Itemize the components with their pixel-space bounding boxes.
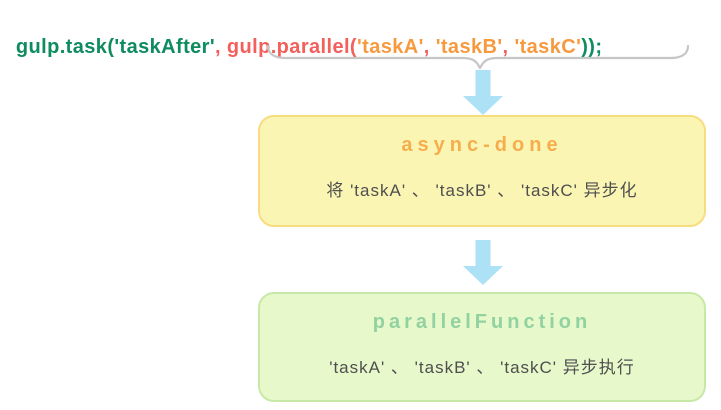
code-segment: gulp.parallel( bbox=[226, 36, 357, 58]
parallelfunction-title: parallelFunction bbox=[372, 311, 592, 333]
code-segment: )); bbox=[581, 36, 603, 58]
parallelfunction-body: 'taskA' 、 'taskB' 、 'taskC' 异步执行 bbox=[329, 358, 635, 377]
code-line: gulp.task('taskAfter', gulp.parallel('ta… bbox=[4, 13, 719, 59]
code-segment: , bbox=[423, 36, 436, 58]
code-segment: 'taskB' bbox=[435, 36, 503, 58]
arrow-down-icon bbox=[463, 70, 503, 115]
async-done-body: 将 'taskA' 、 'taskB' 、 'taskC' 异步化 bbox=[326, 181, 638, 200]
code-segment: 'taskA' bbox=[357, 36, 424, 58]
code-segment: gulp.task('taskAfter' bbox=[15, 36, 215, 58]
code-segment: 'taskC' bbox=[514, 36, 582, 58]
arrow-down-icon bbox=[463, 240, 503, 285]
async-done-box: async-done 将 'taskA' 、 'taskB' 、 'taskC'… bbox=[258, 115, 706, 227]
parallelfunction-box: parallelFunction 'taskA' 、 'taskB' 、 'ta… bbox=[258, 292, 706, 402]
code-segment: , bbox=[502, 36, 515, 58]
code-segment: , bbox=[215, 36, 227, 58]
async-done-title: async-done bbox=[401, 134, 563, 156]
curly-brace-icon bbox=[266, 44, 690, 70]
